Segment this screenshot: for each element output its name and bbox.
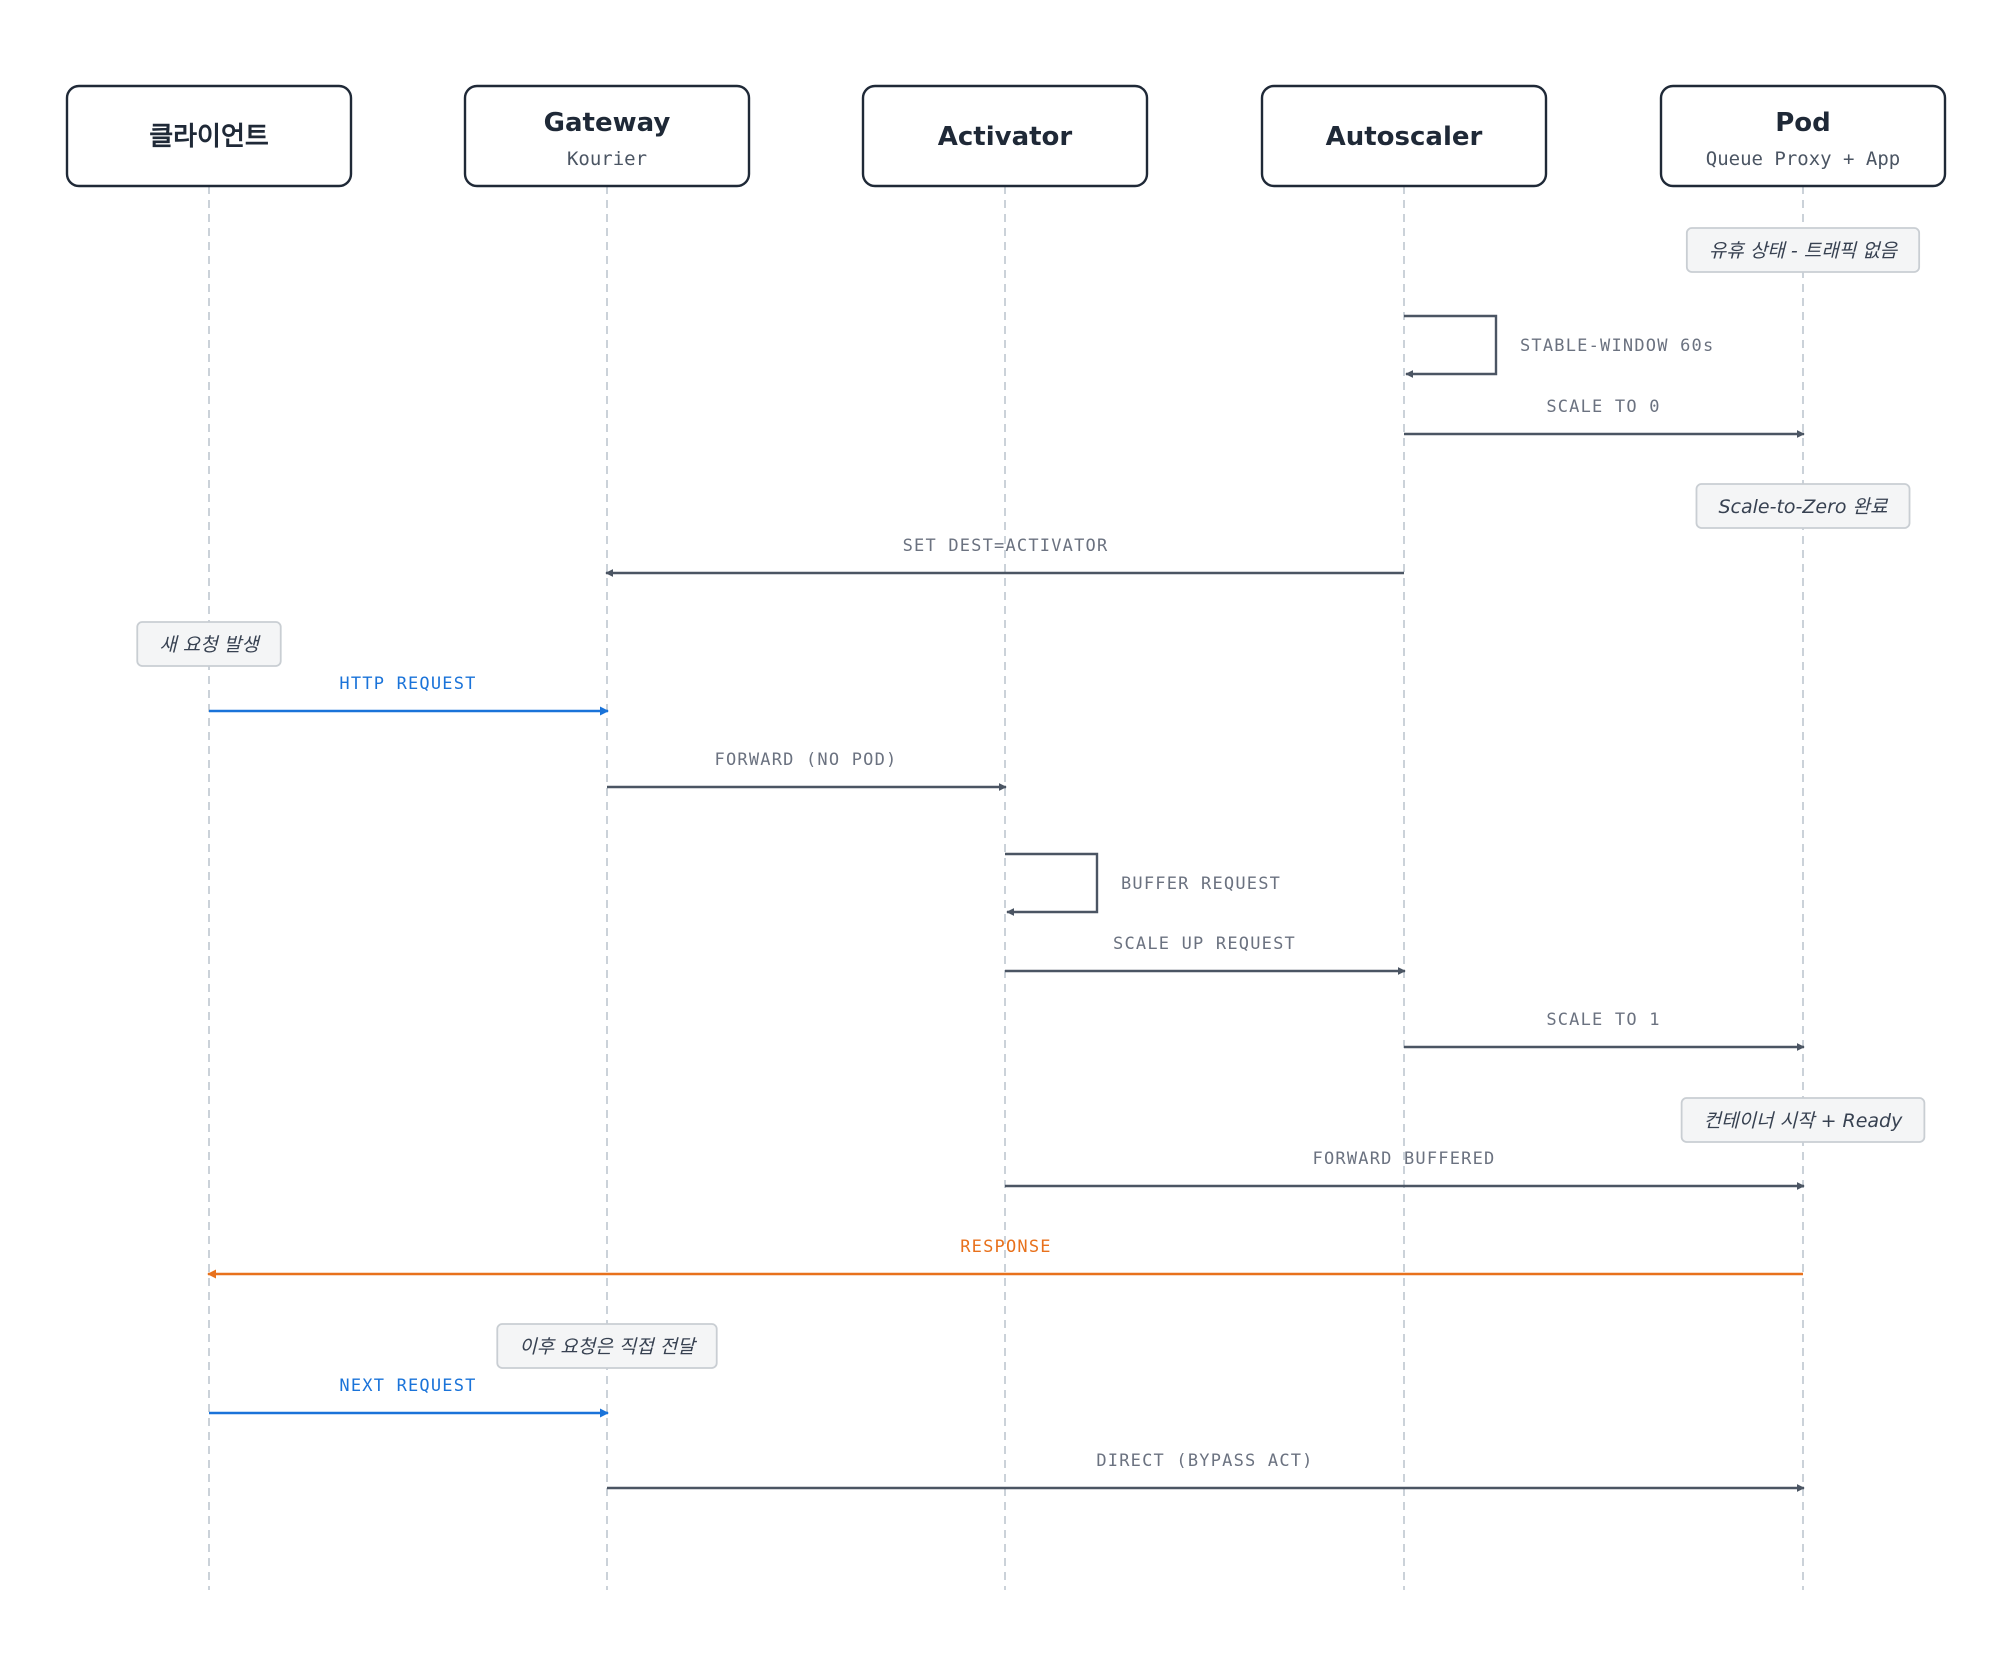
self-message-arrow [1005, 852, 1099, 916]
message-forward-buffered: FORWARD BUFFERED [1005, 1149, 1805, 1190]
note-box [1695, 483, 1911, 529]
note-text: 컨테이너 시작 + Ready [1704, 1110, 1904, 1132]
note-text: Scale-to-Zero 완료 [1718, 496, 1889, 518]
actor-title: Autoscaler [1326, 122, 1483, 152]
message-scale-to-1: SCALE TO 1 [1404, 1010, 1805, 1051]
message-label: BUFFER REQUEST [1121, 874, 1281, 894]
message-label: RESPONSE [960, 1237, 1051, 1257]
actor-0: 클라이언트 [65, 84, 353, 188]
self-message-stable-window-60s: STABLE-WINDOW 60s [1404, 314, 1714, 378]
message-label: SCALE TO 0 [1546, 397, 1660, 417]
message-http-request: HTTP REQUEST [209, 674, 609, 716]
actor-box [463, 84, 751, 188]
actor-title: Pod [1775, 108, 1831, 138]
message-next-request: NEXT REQUEST [209, 1376, 609, 1418]
note: 새 요청 발생 [136, 621, 282, 667]
actor-title: Activator [938, 122, 1073, 152]
actor-title: 클라이언트 [149, 122, 269, 152]
actor-box [65, 84, 353, 188]
note: 유휴 상태 - 트래픽 없음 [1685, 227, 1921, 273]
note-box [496, 1323, 718, 1369]
note-box [1685, 227, 1921, 273]
message-label: NEXT REQUEST [339, 1376, 476, 1396]
note-text: 유휴 상태 - 트래픽 없음 [1709, 240, 1899, 262]
note: 컨테이너 시작 + Ready [1680, 1097, 1926, 1143]
actor-subtitle: Kourier [567, 148, 647, 170]
note-box [1680, 1097, 1926, 1143]
actor-box [1260, 84, 1548, 188]
note: Scale-to-Zero 완료 [1695, 483, 1911, 529]
message-label: HTTP REQUEST [339, 674, 476, 694]
message-label: DIRECT (BYPASS ACT) [1096, 1451, 1313, 1471]
message-label: SCALE TO 1 [1546, 1010, 1660, 1030]
note-text: 이후 요청은 직접 전달 [519, 1336, 697, 1358]
self-message-buffer-request: BUFFER REQUEST [1005, 852, 1281, 916]
self-message-arrow [1404, 314, 1498, 378]
message-response: RESPONSE [207, 1237, 1803, 1279]
actor-3: Autoscaler [1260, 84, 1548, 188]
actor-box [861, 84, 1149, 188]
note: 이후 요청은 직접 전달 [496, 1323, 718, 1369]
message-label: SET DEST=ACTIVATOR [903, 536, 1109, 556]
message-label: FORWARD (NO POD) [715, 750, 898, 770]
note-box [136, 621, 282, 667]
message-set-dest-activator: SET DEST=ACTIVATOR [605, 536, 1404, 577]
message-label: SCALE UP REQUEST [1113, 934, 1296, 954]
actor-subtitle: Queue Proxy + App [1706, 148, 1900, 170]
actor-2: Activator [861, 84, 1149, 188]
message-scale-up-request: SCALE UP REQUEST [1005, 934, 1406, 975]
actor-title: Gateway [544, 108, 671, 138]
note-text: 새 요청 발생 [159, 634, 261, 656]
message-scale-to-0: SCALE TO 0 [1404, 397, 1805, 438]
message-forward-no-pod: FORWARD (NO POD) [607, 750, 1007, 791]
actor-box [1659, 84, 1947, 188]
message-label: STABLE-WINDOW 60s [1520, 336, 1714, 356]
message-direct-bypass-act: DIRECT (BYPASS ACT) [607, 1451, 1805, 1492]
message-label: FORWARD BUFFERED [1313, 1149, 1496, 1169]
